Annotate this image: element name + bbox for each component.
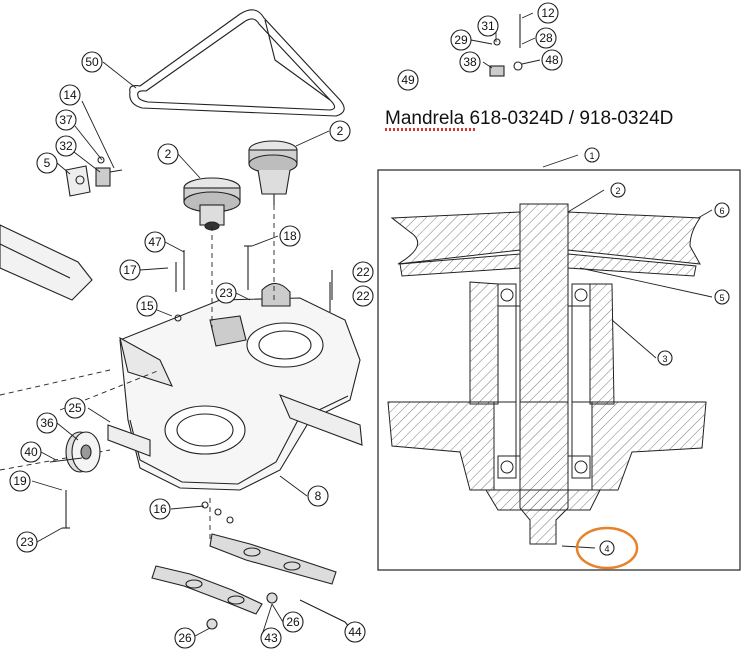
exploded-callout-49: 49 <box>397 69 419 91</box>
exploded-callout-26: 26 <box>282 611 304 633</box>
callout-number: 25 <box>68 401 82 415</box>
callout-number: 22 <box>356 265 370 279</box>
callout-number: 17 <box>123 263 137 277</box>
callout-number: 28 <box>539 31 553 45</box>
detail-callout-6: 6 <box>714 202 730 218</box>
exploded-callout-19: 19 <box>9 470 31 492</box>
exploded-callout-23: 23 <box>16 531 38 553</box>
exploded-callout-31: 31 <box>477 15 499 37</box>
exploded-callout-22: 22 <box>352 261 374 283</box>
callout-labels: 5014373252247171823222215253640192316826… <box>9 2 730 649</box>
exploded-callout-5: 5 <box>36 152 58 174</box>
callout-number: 19 <box>13 474 27 488</box>
mower-deck-drawing <box>107 282 363 491</box>
exploded-callout-8: 8 <box>307 485 329 507</box>
callout-leaders <box>31 12 541 637</box>
detail-callout-2: 2 <box>610 182 626 198</box>
callout-number: 47 <box>148 235 162 249</box>
exploded-callout-26: 26 <box>174 627 196 649</box>
callout-number: 50 <box>85 55 99 69</box>
callout-number: 36 <box>40 416 54 430</box>
exploded-callout-2: 2 <box>157 143 179 165</box>
pulley-left-drawing <box>183 177 241 231</box>
exploded-callout-22: 22 <box>352 285 374 307</box>
callout-number: 2 <box>337 124 344 138</box>
gauge-wheel-drawing <box>49 431 101 473</box>
callout-number: 5 <box>44 156 51 170</box>
callout-number: 44 <box>348 625 362 639</box>
callout-number: 23 <box>219 286 233 300</box>
callout-number: 48 <box>545 53 559 67</box>
callout-number: 38 <box>463 55 477 69</box>
callout-number: 14 <box>63 88 77 102</box>
detail-callout-4: 4 <box>599 540 615 556</box>
callout-number: 16 <box>153 502 167 516</box>
callout-number: 22 <box>356 289 370 303</box>
exploded-callout-12: 12 <box>537 2 559 24</box>
belt-drawing <box>129 9 345 117</box>
callout-number: 12 <box>541 6 555 20</box>
exploded-callout-28: 28 <box>535 27 557 49</box>
blade-upper-drawing <box>209 533 337 585</box>
callout-number: 3 <box>662 354 667 364</box>
exploded-callout-25: 25 <box>64 397 86 419</box>
exploded-callout-44: 44 <box>344 621 366 643</box>
highlight-ellipse <box>575 526 639 570</box>
callout-number: 31 <box>481 19 495 33</box>
exploded-callout-43: 43 <box>260 627 282 649</box>
exploded-callout-48: 48 <box>541 49 563 71</box>
callout-number: 29 <box>454 33 468 47</box>
callout-number: 2 <box>165 147 172 161</box>
idler-bracket-drawing <box>65 156 123 197</box>
callout-number: 49 <box>401 73 415 87</box>
callout-number: 4 <box>604 544 609 554</box>
callout-number: 1 <box>589 151 594 161</box>
exploded-callout-29: 29 <box>450 29 472 51</box>
callout-number: 15 <box>140 299 154 313</box>
detail-callout-1: 1 <box>584 147 600 163</box>
diagram-title: Mandrela 618-0324D / 918-0324D <box>385 108 674 131</box>
exploded-view <box>0 9 523 641</box>
callout-number: 2 <box>615 186 620 196</box>
exploded-callout-38: 38 <box>459 51 481 73</box>
callout-number: 40 <box>24 445 38 459</box>
callout-number: 26 <box>286 615 300 629</box>
exploded-callout-14: 14 <box>59 84 81 106</box>
pulley-right-drawing <box>248 140 298 205</box>
exploded-callout-36: 36 <box>36 412 58 434</box>
detail-leaders <box>542 154 713 549</box>
detail-callout-5: 5 <box>714 289 730 305</box>
exploded-callout-18: 18 <box>279 225 301 247</box>
callout-number: 37 <box>59 113 73 127</box>
callout-number: 8 <box>315 489 322 503</box>
exploded-callout-32: 32 <box>55 135 77 157</box>
callout-number: 18 <box>283 229 297 243</box>
callout-number: 6 <box>719 206 724 216</box>
exploded-callout-37: 37 <box>55 109 77 131</box>
exploded-callout-15: 15 <box>136 295 158 317</box>
exploded-callout-16: 16 <box>149 498 171 520</box>
exploded-callout-17: 17 <box>119 259 141 281</box>
exploded-callout-2: 2 <box>329 120 351 142</box>
callout-number: 26 <box>178 631 192 645</box>
spindle-section-drawing <box>387 203 707 545</box>
exploded-callout-50: 50 <box>81 51 103 73</box>
exploded-callout-23: 23 <box>215 282 237 304</box>
exploded-callout-40: 40 <box>20 441 42 463</box>
callout-number: 43 <box>264 631 278 645</box>
detail-callout-3: 3 <box>657 350 673 366</box>
callout-number: 5 <box>719 293 724 303</box>
callout-number: 32 <box>59 139 73 153</box>
callout-number: 23 <box>20 535 34 549</box>
exploded-callout-47: 47 <box>144 231 166 253</box>
